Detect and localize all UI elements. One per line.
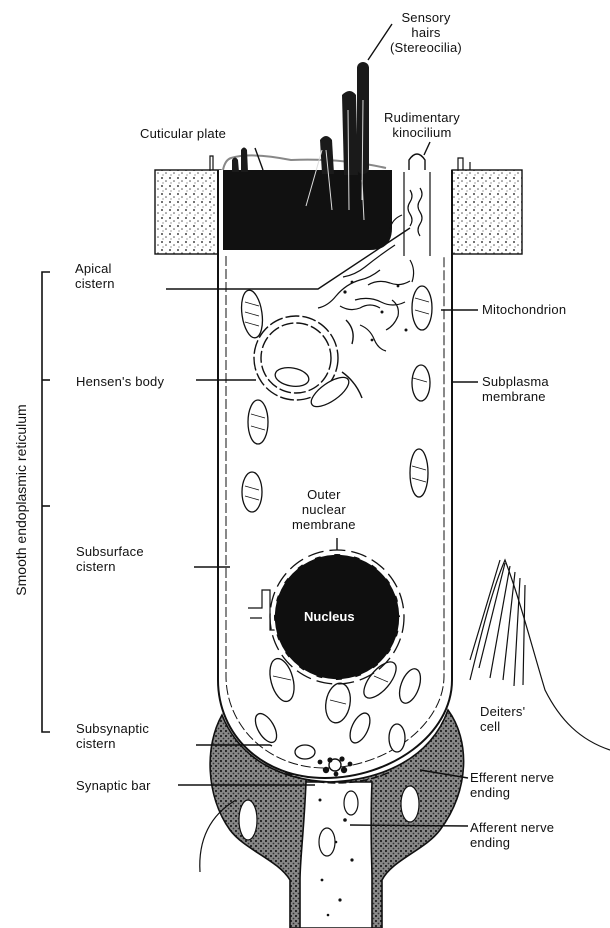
supporting-cell-left bbox=[155, 170, 221, 254]
label-deiters-cell: Deiters' cell bbox=[480, 704, 525, 734]
label-apical-cistern: Apical cistern bbox=[75, 261, 115, 291]
label-synaptic-bar: Synaptic bar bbox=[76, 778, 151, 793]
afferent-nerve-ending-shape bbox=[300, 782, 372, 928]
label-nucleus: Nucleus bbox=[304, 609, 355, 624]
label-subplasma-membrane: Subplasma membrane bbox=[482, 374, 549, 404]
label-mitochondrion: Mitochondrion bbox=[482, 302, 566, 317]
label-sensory-hairs: Sensory hairs (Stereocilia) bbox=[390, 10, 462, 55]
label-efferent-nerve-ending: Efferent nerve ending bbox=[470, 770, 554, 800]
label-hensens-body: Hensen's body bbox=[76, 374, 164, 389]
label-subsurface-cistern: Subsurface cistern bbox=[76, 544, 144, 574]
smooth-er-bracket bbox=[42, 272, 50, 732]
label-rudimentary-kinocilium: Rudimentary kinocilium bbox=[384, 110, 460, 140]
supporting-cell-right bbox=[452, 170, 522, 254]
label-smooth-er: Smooth endoplasmic reticulum bbox=[13, 395, 29, 605]
label-subsynaptic-cistern: Subsynaptic cistern bbox=[76, 721, 149, 751]
kinocilium bbox=[409, 154, 425, 170]
cuticular-plate bbox=[223, 170, 392, 250]
label-afferent-nerve-ending: Afferent nerve ending bbox=[470, 820, 554, 850]
label-outer-nuclear-membrane: Outer nuclear membrane bbox=[292, 487, 356, 532]
label-cuticular-plate: Cuticular plate bbox=[140, 126, 226, 141]
